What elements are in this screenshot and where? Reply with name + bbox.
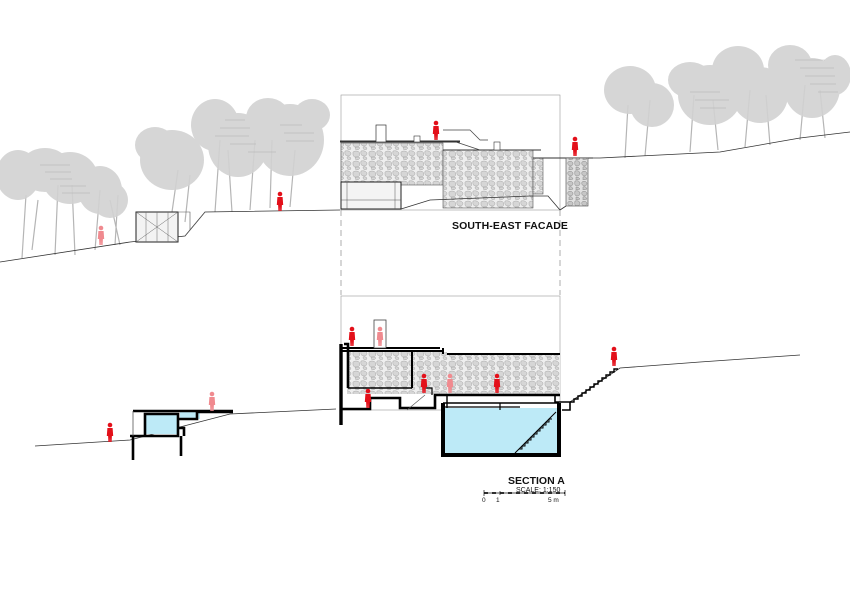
section-a <box>34 295 801 496</box>
section-title: SECTION A <box>508 475 565 487</box>
section-left-pool <box>130 409 233 460</box>
scale-tick-1: 1 <box>496 497 500 504</box>
facade-title: SOUTH-EAST FACADE <box>452 220 569 232</box>
facade-house <box>340 124 600 211</box>
section-main-pool <box>441 402 561 457</box>
scale-bar <box>483 490 566 496</box>
trees-left <box>0 98 330 259</box>
trees-right <box>604 45 850 159</box>
section-house <box>339 319 571 425</box>
scale-tick-5m: 5 m <box>548 497 559 504</box>
section-exterior-stair <box>570 368 618 403</box>
scale-label: SCALE: 1:150 <box>516 487 561 494</box>
scale-tick-0: 0 <box>482 497 486 504</box>
facade-outbuilding <box>135 211 191 243</box>
alignment-lines <box>340 210 561 295</box>
facade-elevation <box>0 45 850 295</box>
